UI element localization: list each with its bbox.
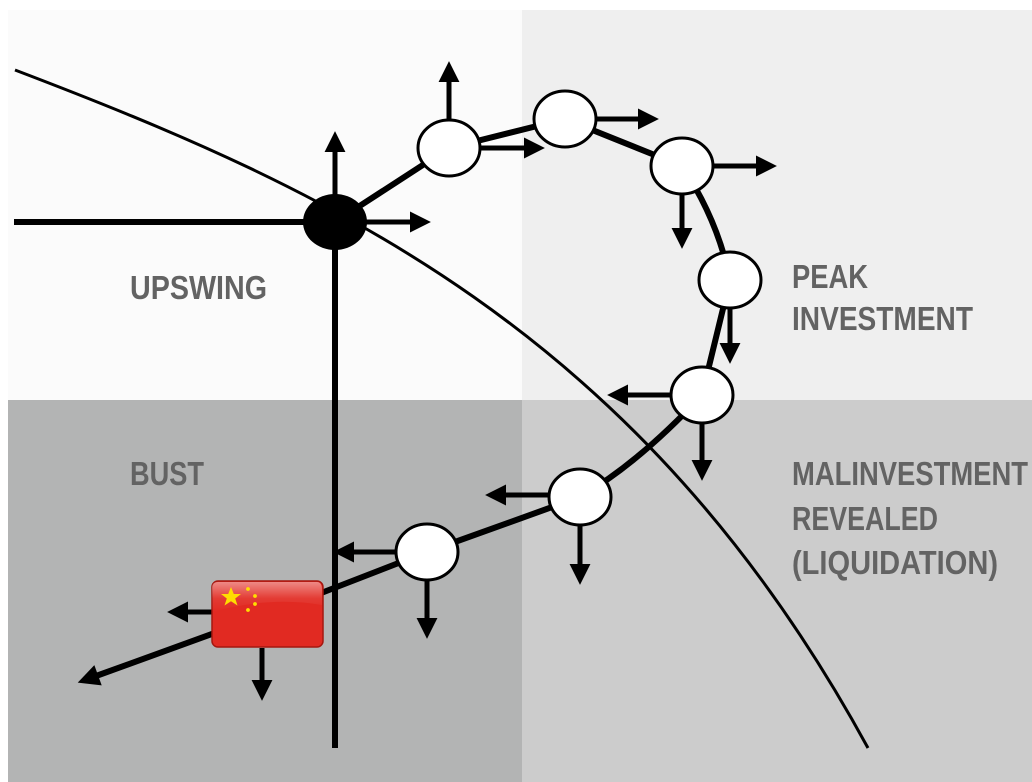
quadrant-malinvestment-bg bbox=[522, 400, 1032, 782]
cycle-stage-1 bbox=[416, 118, 482, 178]
cycle-stage-7 bbox=[394, 522, 460, 582]
label-malinvestment-line-2: REVEALED bbox=[792, 500, 938, 537]
flag-large-star-icon bbox=[221, 587, 241, 606]
flag-small-star-icon bbox=[246, 608, 250, 612]
quadrant-upswing-bg bbox=[8, 10, 522, 400]
label-malinvestment-line-1: MALINVESTMENT bbox=[792, 455, 1028, 492]
cycle-stage-5 bbox=[669, 365, 735, 425]
equilibrium-point bbox=[303, 194, 367, 250]
cycle-stage-2 bbox=[532, 89, 598, 149]
flag-small-star-icon bbox=[246, 587, 250, 591]
china-flag-icon bbox=[211, 580, 324, 648]
cycle-stage-3 bbox=[649, 136, 715, 196]
label-malinvestment-line-3: (LIQUIDATION) bbox=[792, 544, 998, 581]
quadrant-peak-bg bbox=[522, 10, 1032, 400]
sustainable-curve bbox=[14, 68, 870, 749]
label-peak-line-1: PEAK bbox=[792, 258, 868, 295]
label-bust: BUST bbox=[130, 455, 204, 492]
cycle-stage-4 bbox=[697, 250, 763, 310]
flag-small-star-icon bbox=[253, 594, 257, 598]
label-upswing: UPSWING bbox=[130, 269, 267, 306]
label-peak-line-2: INVESTMENT bbox=[792, 300, 973, 337]
flag-small-star-icon bbox=[253, 602, 257, 606]
label-peak-investment: PEAK INVESTMENT bbox=[792, 258, 973, 337]
cycle-stage-6 bbox=[547, 467, 613, 527]
label-malinvestment: MALINVESTMENT REVEALED (LIQUIDATION) bbox=[792, 455, 1032, 581]
